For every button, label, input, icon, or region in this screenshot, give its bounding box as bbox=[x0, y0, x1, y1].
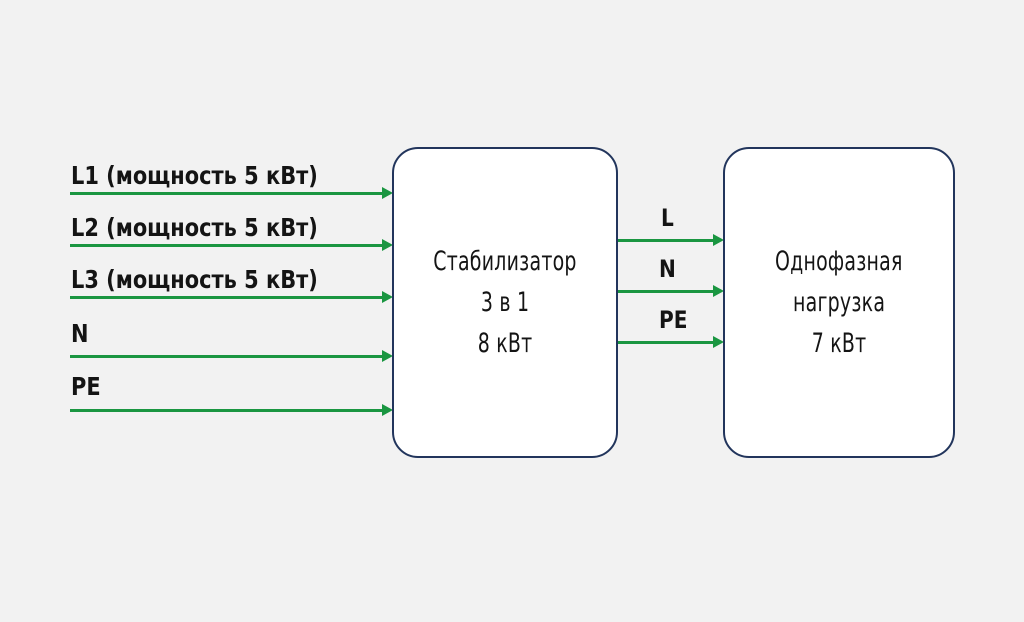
output-wire-label-n: N bbox=[659, 255, 676, 283]
output-wire-label-l: L bbox=[661, 204, 674, 232]
stabilizer-line-3: 8 кВт bbox=[477, 328, 533, 359]
arrow-head-icon bbox=[382, 291, 393, 304]
input-wire-label-l1: L1 (мощность 5 кВт) bbox=[71, 161, 318, 190]
arrow-shaft bbox=[70, 409, 384, 413]
arrow-shaft bbox=[70, 192, 384, 196]
input-wire-label-l2: L2 (мощность 5 кВт) bbox=[71, 213, 318, 242]
input-wire-label-l3: L3 (мощность 5 кВт) bbox=[71, 265, 318, 294]
arrow-shaft bbox=[70, 244, 384, 248]
arrow-head-icon bbox=[713, 234, 724, 247]
arrow-shaft bbox=[617, 341, 715, 345]
output-wire-arrow-l bbox=[617, 234, 724, 247]
arrow-head-icon bbox=[382, 187, 393, 200]
output-wire-label-pe: PE bbox=[659, 306, 688, 334]
input-wire-arrow-pe bbox=[70, 404, 393, 417]
arrow-head-icon bbox=[382, 350, 393, 363]
load-line-3: 7 кВт bbox=[811, 328, 867, 359]
output-wire-arrow-pe bbox=[617, 336, 724, 349]
input-wire-arrow-l1 bbox=[70, 187, 393, 200]
input-wire-arrow-l3 bbox=[70, 291, 393, 304]
arrow-shaft bbox=[617, 239, 715, 243]
arrow-shaft bbox=[70, 296, 384, 300]
stabilizer-node[interactable]: Стабилизатор 3 в 1 8 кВт bbox=[392, 147, 618, 458]
input-wire-label-pe: PE bbox=[71, 372, 101, 401]
stabilizer-line-1: Стабилизатор bbox=[433, 246, 577, 277]
arrow-head-icon bbox=[713, 285, 724, 298]
input-wire-label-n: N bbox=[71, 319, 89, 348]
load-line-2: нагрузка bbox=[792, 287, 886, 318]
output-wire-arrow-n bbox=[617, 285, 724, 298]
stabilizer-line-2: 3 в 1 bbox=[480, 287, 530, 318]
arrow-shaft bbox=[70, 355, 384, 359]
input-wire-arrow-l2 bbox=[70, 239, 393, 252]
arrow-head-icon bbox=[382, 404, 393, 417]
input-wire-arrow-n bbox=[70, 350, 393, 363]
load-line-1: Однофазная bbox=[775, 246, 903, 277]
arrow-head-icon bbox=[713, 336, 724, 349]
load-node[interactable]: Однофазная нагрузка 7 кВт bbox=[723, 147, 955, 458]
arrow-shaft bbox=[617, 290, 715, 294]
arrow-head-icon bbox=[382, 239, 393, 252]
